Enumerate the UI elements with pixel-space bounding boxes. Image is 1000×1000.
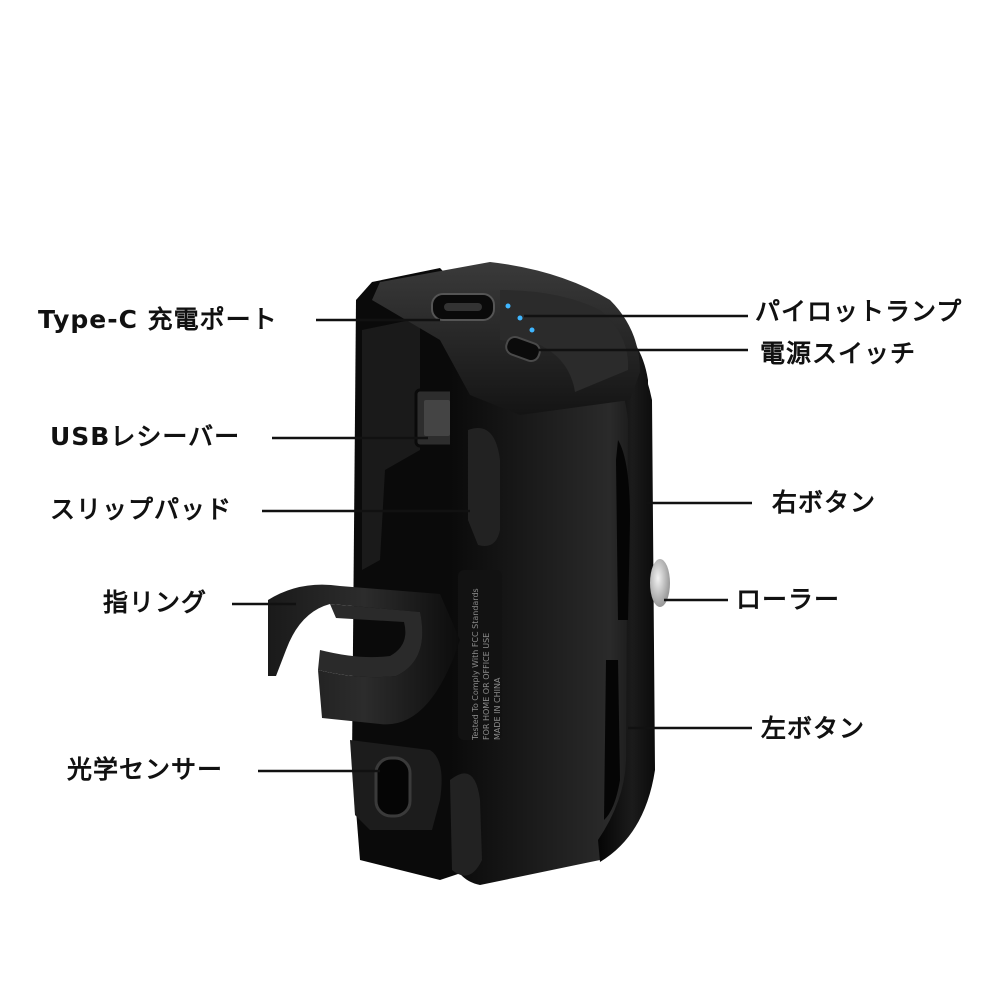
print-line2: FOR HOME OR OFFICE USE [482, 633, 491, 740]
pilot-lamp-led [505, 303, 511, 309]
optical-sensor [350, 740, 442, 830]
label-roller: ローラー [736, 585, 841, 614]
finger-ring [268, 584, 460, 725]
label-finger-ring: 指リング [103, 588, 208, 617]
label-optical-sensor: 光学センサー [67, 755, 224, 784]
device-print: Tested To Comply With FCC Standards FOR … [471, 588, 502, 741]
label-left-button: 左ボタン [761, 714, 866, 743]
label-typec-port: Type-C 充電ポート [38, 305, 278, 334]
pilot-lamp-led [517, 315, 523, 321]
print-line3: MADE IN CHINA [493, 677, 502, 740]
label-slip-pad: スリップパッド [50, 495, 233, 524]
power-switch [505, 335, 541, 363]
roller [650, 559, 670, 607]
print-line1: Tested To Comply With FCC Standards [471, 588, 480, 741]
label-usb-receiver: USBレシーバー [50, 422, 241, 451]
pilot-lamp-led [529, 327, 535, 333]
label-pilot-lamp: パイロットランプ [755, 297, 963, 326]
label-right-button: 右ボタン [772, 488, 877, 517]
label-power-switch: 電源スイッチ [760, 339, 917, 368]
leader-lines [232, 314, 752, 773]
